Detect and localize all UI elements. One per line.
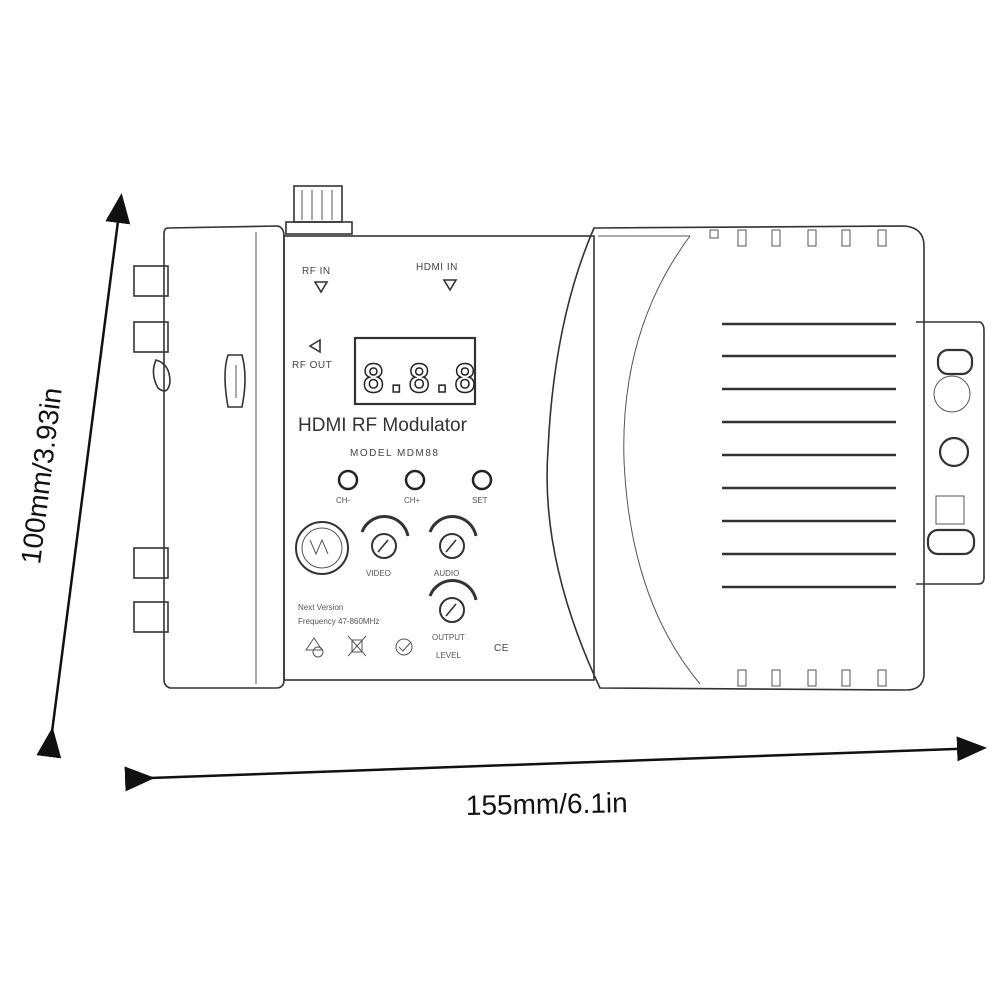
left-connector-2 [133,321,169,353]
modulator-device: RF IN HDMI IN RF OUT 8.8.8 HDMI RF Modul… [133,185,985,691]
rf-in-connector [285,185,353,235]
bottom-fins [737,669,887,687]
output-knob-label-2: LEVEL [436,651,461,660]
top-fins [709,229,887,247]
output-level-knob[interactable]: OUTPUT LEVEL [428,579,478,660]
left-end-cap [163,225,285,689]
hdmi-in-label: HDMI IN [416,262,458,273]
height-dimension: 100mm/3.93in [15,193,131,759]
bracket-slot-bottom [926,528,976,556]
vent-slots [722,322,896,589]
weee-bin-icon [347,635,367,657]
ch-plus-button[interactable] [404,469,426,491]
rf-in-arrow-icon [313,281,329,294]
video-knob[interactable]: VIDEO [360,515,410,578]
ch-minus-label: CH- [336,496,351,505]
housing-curve [623,235,701,685]
info-line-2: Frequency 47-860MHz [298,617,379,626]
check-mark-icon [395,638,413,656]
left-clip [152,359,171,392]
set-button[interactable] [471,469,493,491]
rf-in-label: RF IN [302,266,331,277]
set-label: SET [472,496,488,505]
info-line-1: Next Version [298,603,343,612]
led-display-value: 8.8.8 [362,357,476,401]
rf-out-label: RF OUT [292,360,332,371]
left-connector-3 [133,547,169,579]
height-label: 100mm/3.93in [15,386,67,566]
left-connector-4 [133,601,169,633]
mounting-bracket [916,321,985,585]
device-title: HDMI RF Modulator [298,415,468,436]
video-knob-label: VIDEO [366,569,391,578]
ch-plus-label: CH+ [404,496,421,505]
left-connector-1 [133,265,169,297]
end-cap-latch [224,354,246,408]
hdmi-in-arrow-icon [442,279,458,292]
recycle-icon [305,637,324,658]
height-arrow [36,193,131,759]
ce-mark: CE [494,643,509,654]
ch-minus-button[interactable] [337,469,359,491]
rf-out-arrow-icon [308,338,321,354]
width-arrow [124,736,987,792]
width-dimension: 155mm/6.1in [124,736,987,821]
width-label: 155mm/6.1in [466,787,628,821]
seal-logo-icon [295,521,349,575]
output-knob-label-1: OUTPUT [432,633,465,642]
button-ch-plus[interactable]: CH+ [404,469,426,505]
audio-knob-label: AUDIO [434,569,459,578]
led-display [353,336,477,406]
bracket-slot-top [936,348,974,376]
bracket-hole [938,436,970,468]
front-panel [283,235,595,681]
button-ch-minus[interactable]: CH- [336,469,359,505]
right-housing [546,225,925,691]
device-model: MODEL MDM88 [350,448,439,459]
audio-knob[interactable]: AUDIO [428,515,478,578]
button-set[interactable]: SET [471,469,493,505]
